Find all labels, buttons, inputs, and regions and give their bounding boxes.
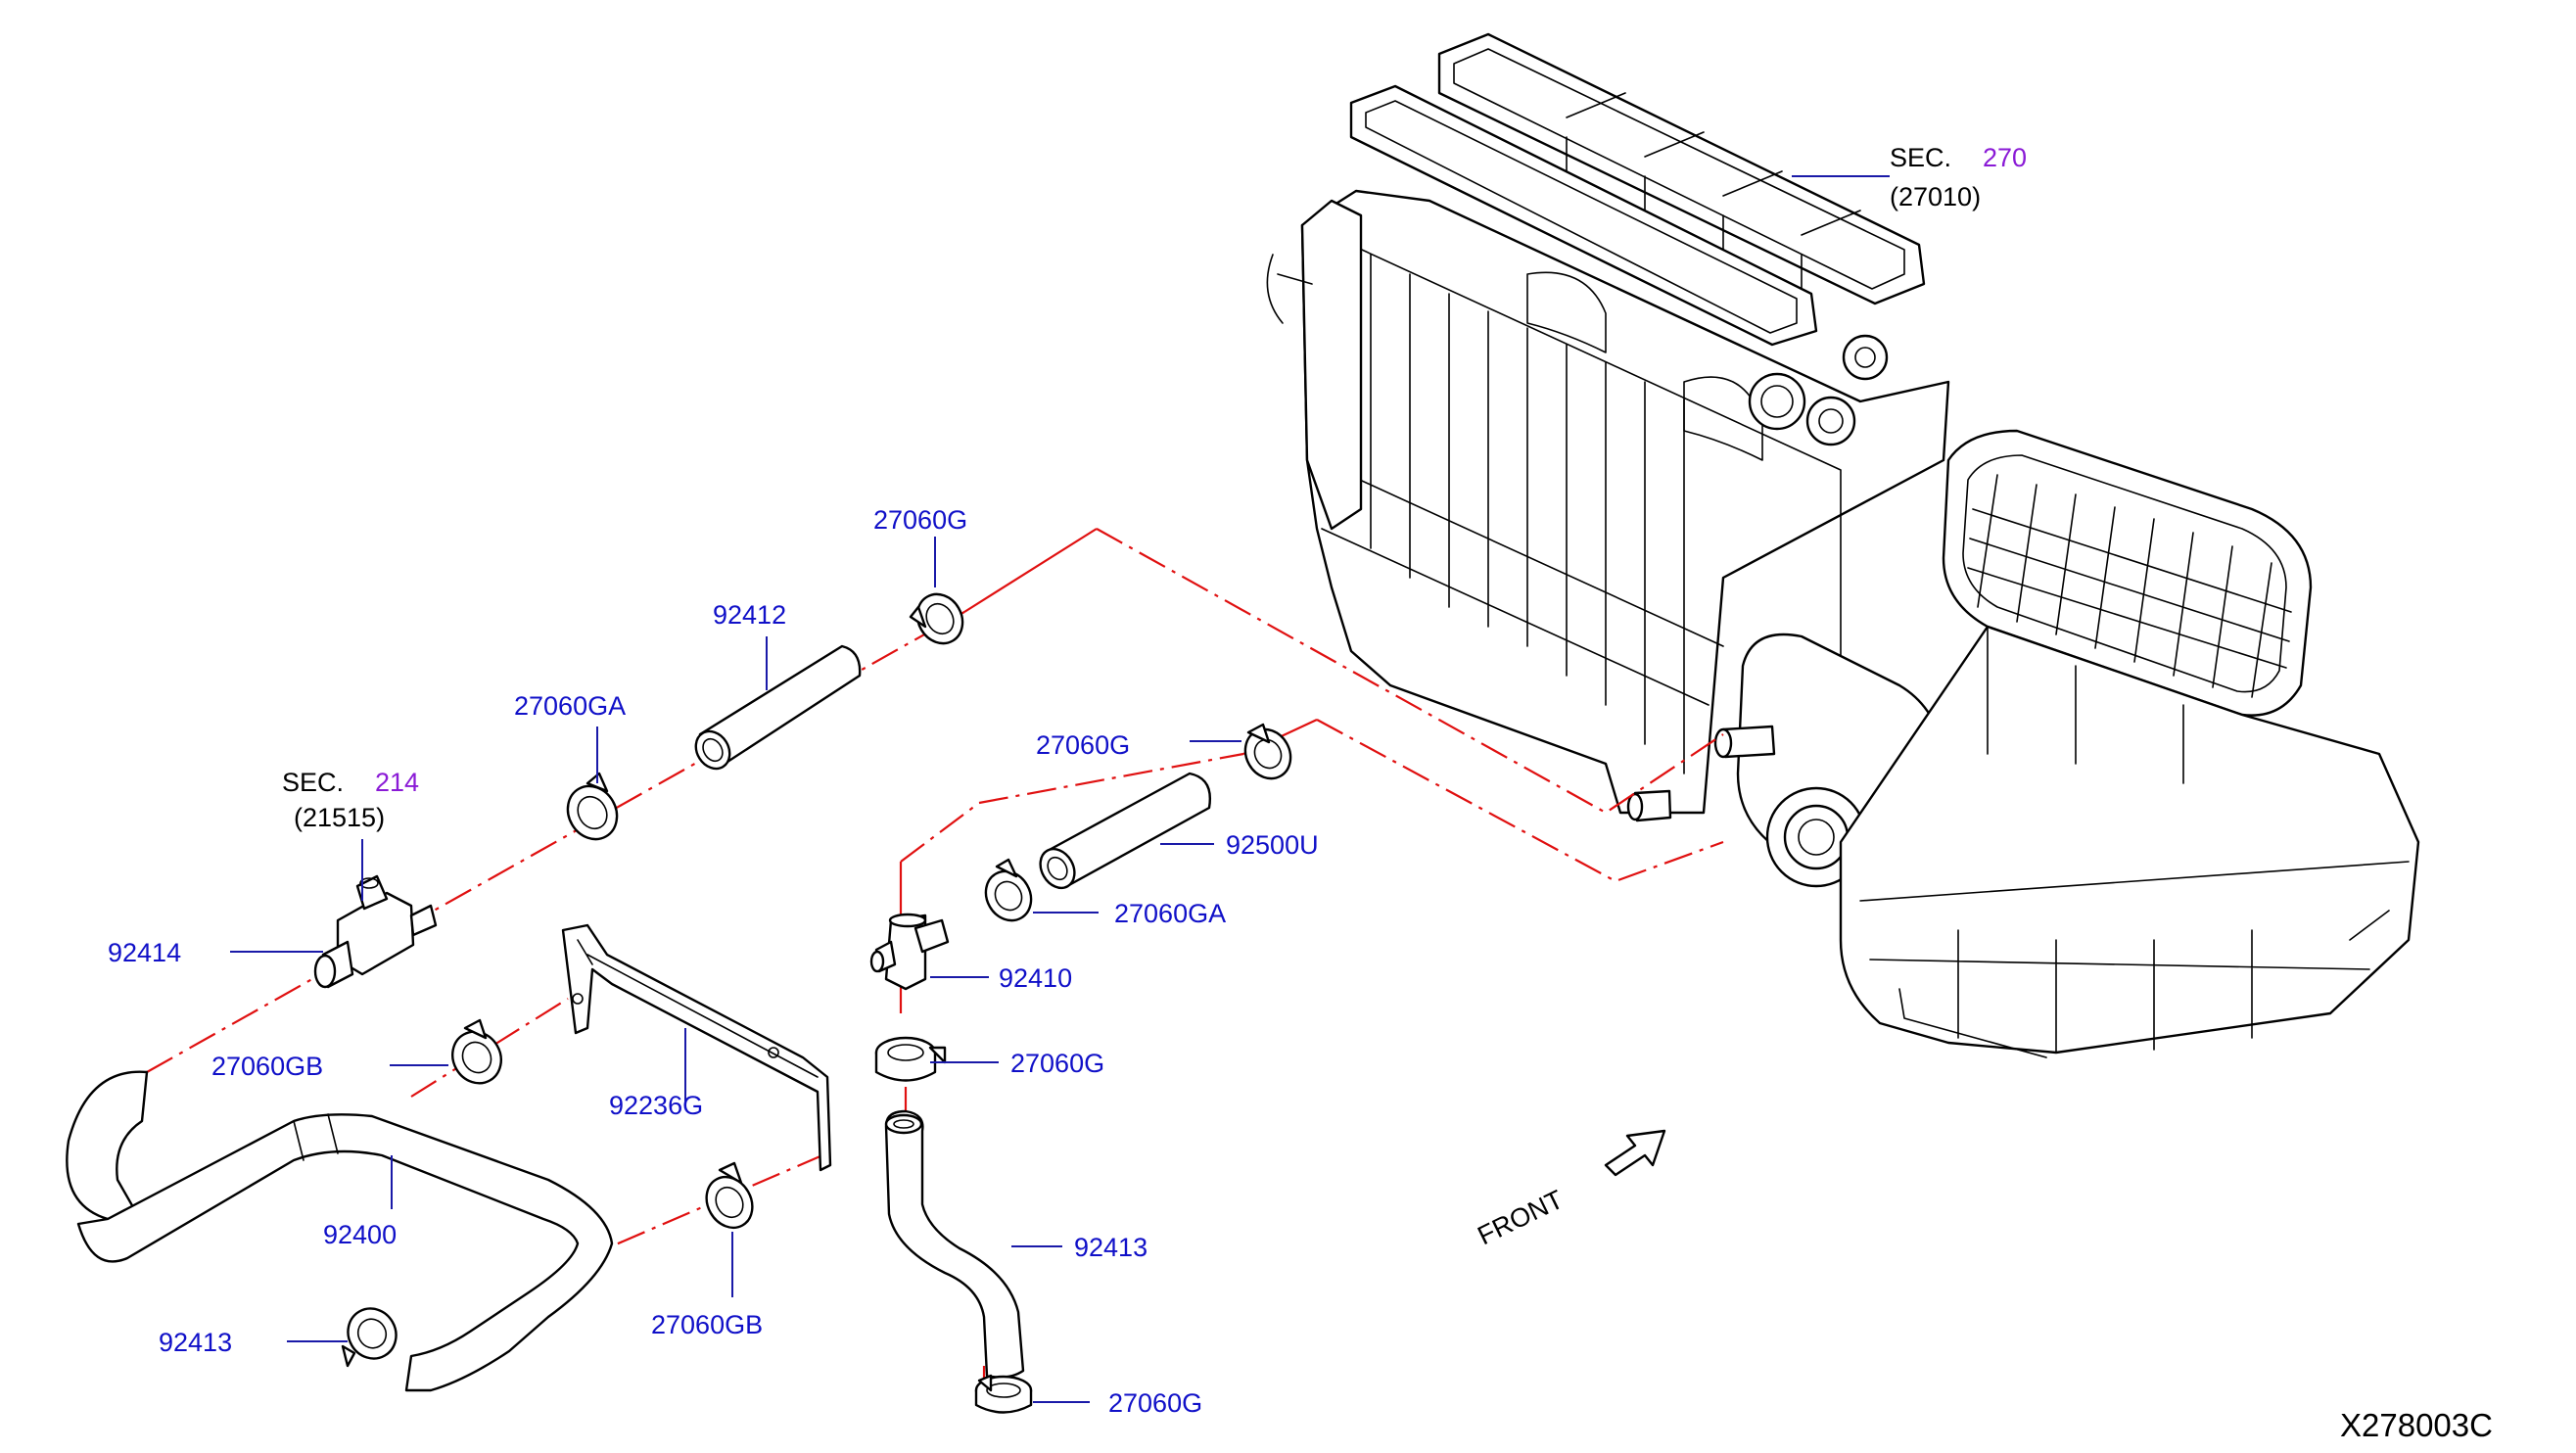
labels: SEC. 270 (27010) SEC. 214 (21515) 27060G…	[108, 143, 2493, 1443]
label-hose-92500u: 92500U	[1226, 830, 1319, 860]
label-clamp-ga-left: 27060GA	[514, 691, 626, 721]
front-arrow-icon	[1604, 1129, 1666, 1177]
label-hose-92400: 92400	[323, 1220, 397, 1249]
label-clamp-gb-left: 27060GB	[211, 1052, 323, 1081]
label-clamp-g-lower: 27060G	[1010, 1049, 1104, 1078]
hose-92400	[66, 1070, 614, 1392]
clamp-27060gb-bottom	[705, 1161, 754, 1230]
clamp-27060g-top	[909, 592, 964, 645]
label-joint-92410: 92410	[999, 963, 1072, 993]
joint-92414	[313, 874, 438, 989]
hose-92412	[694, 644, 862, 771]
water-pipe-part-number: (21515)	[294, 803, 385, 832]
joint-92410	[869, 913, 950, 991]
water-pipe-sec-prefix: SEC.	[282, 768, 344, 797]
clamp-27060g-lower	[874, 1036, 947, 1082]
label-hose-92413-left: 92413	[159, 1328, 232, 1357]
hose-92500u	[1039, 772, 1211, 890]
clamp-27060g-mid	[1243, 723, 1292, 780]
label-clamp-g-bottom: 27060G	[1108, 1388, 1202, 1418]
bracket-92236g	[561, 923, 832, 1172]
leader-lines	[230, 175, 1890, 1403]
label-clamp-g-mid: 27060G	[1036, 730, 1130, 760]
clamp-92413-left	[341, 1307, 398, 1368]
diagram-code: X278003C	[2340, 1407, 2493, 1443]
heater-unit-assembly	[1266, 32, 2420, 1058]
label-clamp-ga-mid: 27060GA	[1114, 899, 1226, 928]
water-pipe-sec-number: 214	[375, 768, 419, 797]
label-bracket-92236g: 92236G	[609, 1091, 703, 1120]
label-clamp-gb-bottom: 27060GB	[651, 1310, 763, 1339]
label-hose-92413-right: 92413	[1074, 1233, 1147, 1262]
label-joint-92414: 92414	[108, 938, 181, 967]
label-clamp-top: 27060G	[873, 505, 967, 535]
heater-sec-prefix: SEC.	[1890, 143, 1951, 172]
heater-part-number: (27010)	[1890, 182, 1981, 211]
label-hose-92412: 92412	[713, 600, 786, 630]
clamp-27060g-bottom	[974, 1374, 1033, 1414]
hose-92413-right	[884, 1109, 1025, 1379]
clamp-27060gb-left	[451, 1018, 502, 1085]
front-label: FRONT	[1473, 1185, 1568, 1251]
clamp-27060ga-left	[566, 772, 619, 841]
clamp-27060ga-mid	[984, 858, 1033, 922]
connection-lines	[146, 528, 1724, 1385]
heater-sec-number: 270	[1983, 143, 2027, 172]
